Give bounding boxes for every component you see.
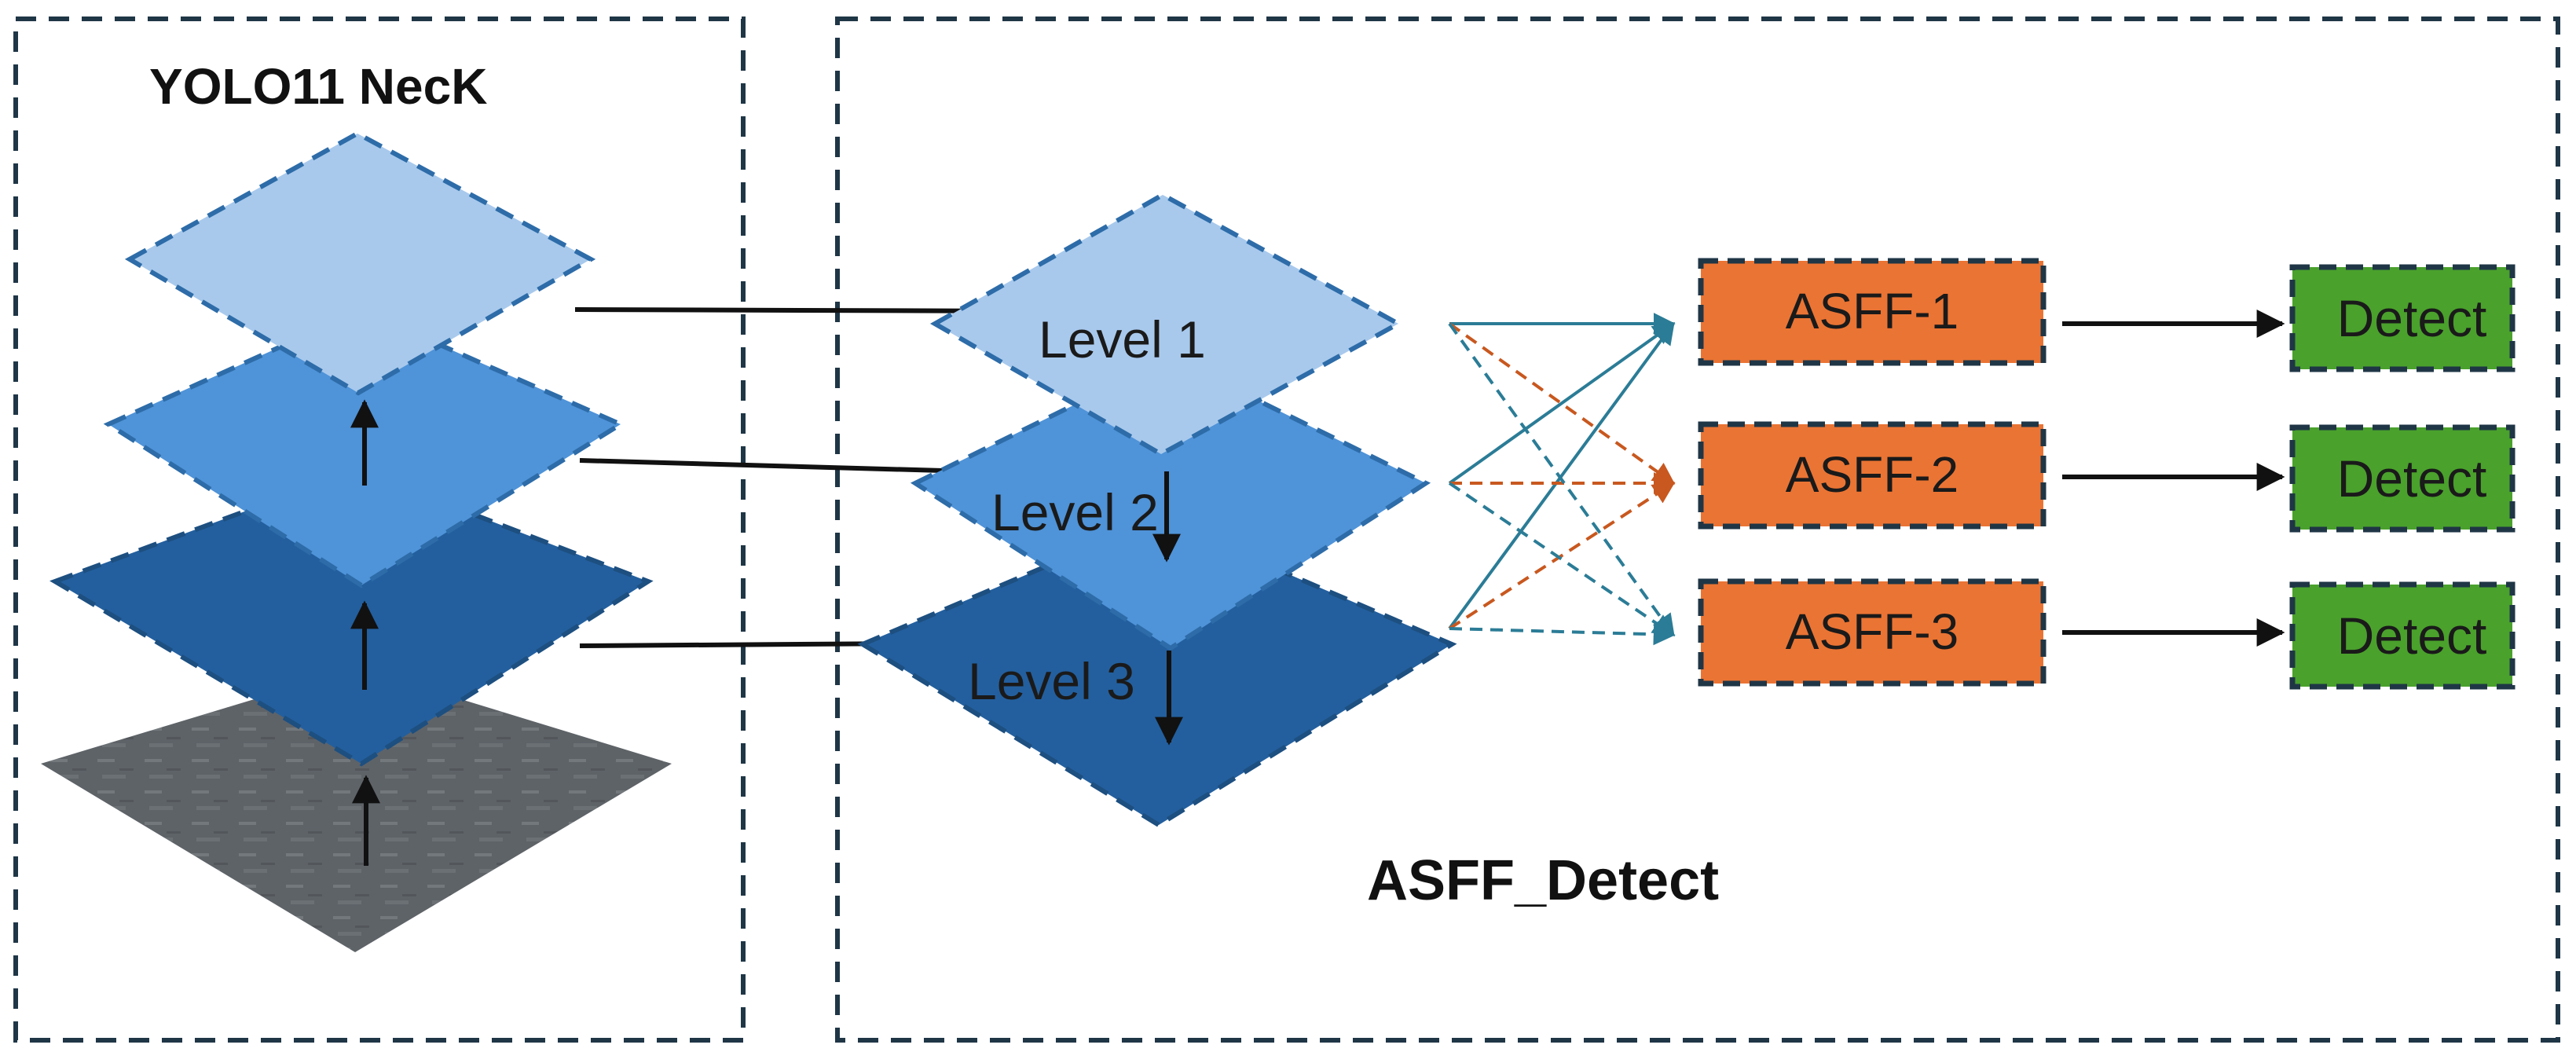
neck-layer-light (124, 130, 596, 396)
fusion-arrows (1448, 313, 1676, 646)
neck-title: YOLO11 NecK (149, 58, 487, 115)
asff-1-box (1698, 258, 2047, 366)
detect-1-label: Detect (2337, 289, 2487, 347)
level3-label: Level 3 (968, 652, 1135, 710)
fuse-l1-a2 (1448, 322, 1676, 485)
neck-frame (13, 16, 746, 1043)
fuse-l2-a1 (1448, 322, 1676, 485)
fuse-l2-a3 (1448, 482, 1676, 636)
asff-detect-frame (835, 16, 2560, 1043)
asff-detect-title: ASFF_Detect (1367, 849, 1719, 912)
detect-3-box (2289, 581, 2516, 690)
input-image-layer (41, 668, 672, 952)
detect-1-box (2289, 264, 2516, 372)
detect-3-label: Detect (2337, 607, 2487, 665)
asff-3-box (1698, 578, 2047, 687)
asff-2-box (1698, 421, 2047, 530)
level1-layer (929, 192, 1404, 457)
detect-2-box (2289, 424, 2516, 533)
detect-2-label: Detect (2337, 449, 2487, 508)
level2-label: Level 2 (991, 483, 1159, 541)
asff-modules: ASFF-1 ASFF-2 ASFF-3 (1698, 258, 2047, 687)
level1-label: Level 1 (1039, 310, 1206, 368)
fuse-l3-a3 (1449, 623, 1676, 646)
asff-2-label: ASFF-2 (1786, 446, 1959, 503)
fuse-l3-a1 (1448, 321, 1675, 630)
detect-heads: Detect Detect Detect (2289, 264, 2516, 690)
asff-3-label: ASFF-3 (1786, 603, 1959, 660)
fuse-l1-a3 (1448, 322, 1675, 637)
fuse-l3-a2 (1448, 482, 1676, 630)
neck-stack (41, 130, 672, 952)
arrow-neck-to-level1 (574, 296, 1032, 325)
level-stack: Level 1 Level 2 Level 3 (857, 192, 1457, 828)
asff-1-label: ASFF-1 (1786, 283, 1959, 339)
